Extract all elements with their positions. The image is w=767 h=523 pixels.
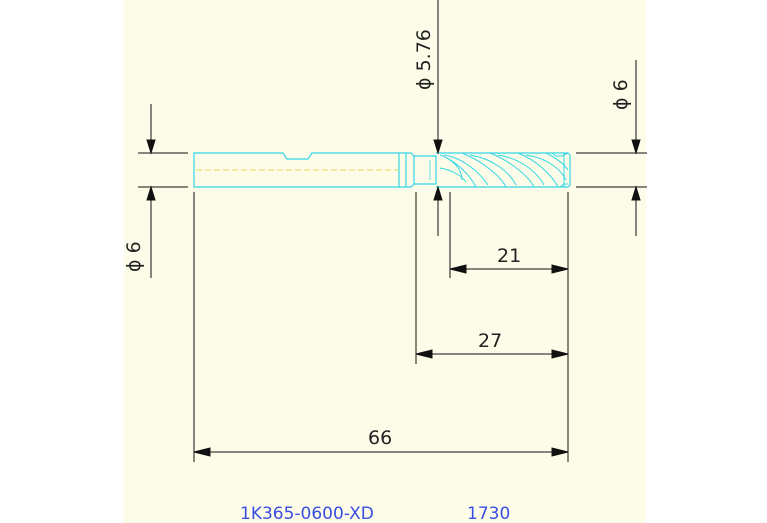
collar-outline	[399, 152, 415, 188]
neck-outline	[414, 155, 437, 185]
reach-length-label: 27	[478, 330, 502, 352]
drawing-paper	[124, 0, 646, 523]
shank-diameter-label: ϕ 6	[123, 241, 145, 272]
shank-outline	[193, 152, 400, 188]
flute-length-label: 21	[497, 245, 521, 267]
cutting-diameter-label: ϕ 6	[610, 79, 632, 110]
end-mill-tool	[193, 152, 571, 188]
dimension-lines	[138, 0, 647, 462]
neck-diameter-label: ϕ 5.76	[413, 29, 435, 90]
overall-length-label: 66	[368, 427, 392, 449]
helical-flutes	[439, 152, 569, 188]
part-number-label: 1K365-0600-XD	[240, 504, 374, 523]
code-label: 1730	[467, 504, 510, 523]
